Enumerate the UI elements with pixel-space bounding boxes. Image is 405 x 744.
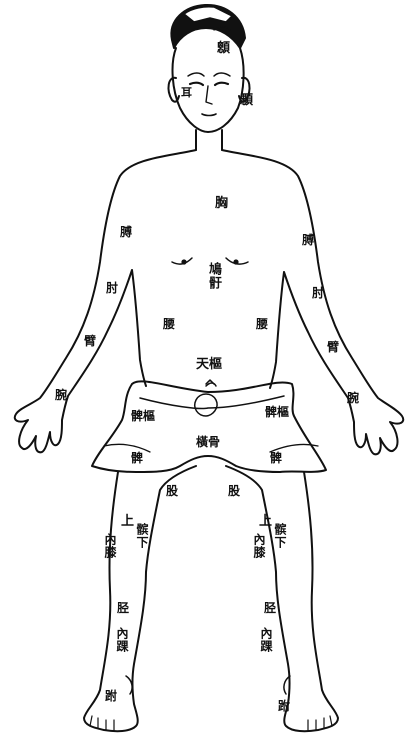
right-leg — [226, 466, 338, 731]
label-right-knee-upper: 上 — [259, 515, 272, 528]
label-left-groin: 髀樞 — [131, 410, 155, 422]
label-right-hip: 髀 — [270, 452, 282, 464]
label-left-forearm: 臂 — [84, 335, 96, 347]
label-right-flank: 腰 — [256, 318, 268, 330]
label-right-ankle: 內踝 — [260, 627, 272, 653]
label-right-knee-side: 髌下 — [274, 523, 286, 549]
label-navel: 天樞 — [196, 358, 222, 371]
label-pubic: 橫骨 — [196, 436, 220, 448]
label-left-ankle: 內踝 — [116, 627, 128, 653]
label-right-thigh: 股 — [228, 485, 240, 497]
label-right-elbow: 肘 — [312, 287, 324, 299]
body-left-outline — [15, 150, 196, 452]
label-right-foot: 跗 — [278, 700, 290, 712]
label-left-hip: 髀 — [131, 452, 143, 464]
label-left-elbow: 肘 — [106, 282, 118, 294]
label-forehead: 顖 — [217, 42, 230, 55]
label-right-wrist: 腕 — [347, 392, 359, 404]
neck — [196, 130, 222, 150]
label-left-knee-side: 髌下 — [136, 523, 148, 549]
label-left-flank: 腰 — [163, 318, 175, 330]
label-left-thigh: 股 — [166, 485, 178, 497]
label-right-forearm: 臂 — [327, 341, 339, 353]
label-ear: 耳 — [181, 87, 192, 98]
knot — [195, 394, 217, 416]
label-right-shin: 胫 — [264, 602, 276, 614]
label-left-knee-lower: 內膝 — [104, 533, 116, 559]
label-right-upper-arm: 膊 — [302, 234, 314, 246]
label-cheek: 顋 — [240, 94, 253, 107]
label-left-knee-upper: 上 — [121, 515, 134, 528]
body-right-outline — [222, 150, 403, 454]
label-left-upper-arm: 膊 — [120, 226, 132, 238]
label-left-shin: 胫 — [117, 602, 129, 614]
left-leg — [84, 466, 196, 731]
label-chest: 胸 — [215, 197, 228, 210]
label-right-knee-lower: 內膝 — [253, 533, 265, 559]
label-left-wrist: 腕 — [55, 389, 67, 401]
label-right-groin: 髀樞 — [265, 406, 289, 418]
label-left-foot: 跗 — [105, 690, 117, 702]
label-upper-abdomen: 鳩骬 — [207, 262, 220, 290]
